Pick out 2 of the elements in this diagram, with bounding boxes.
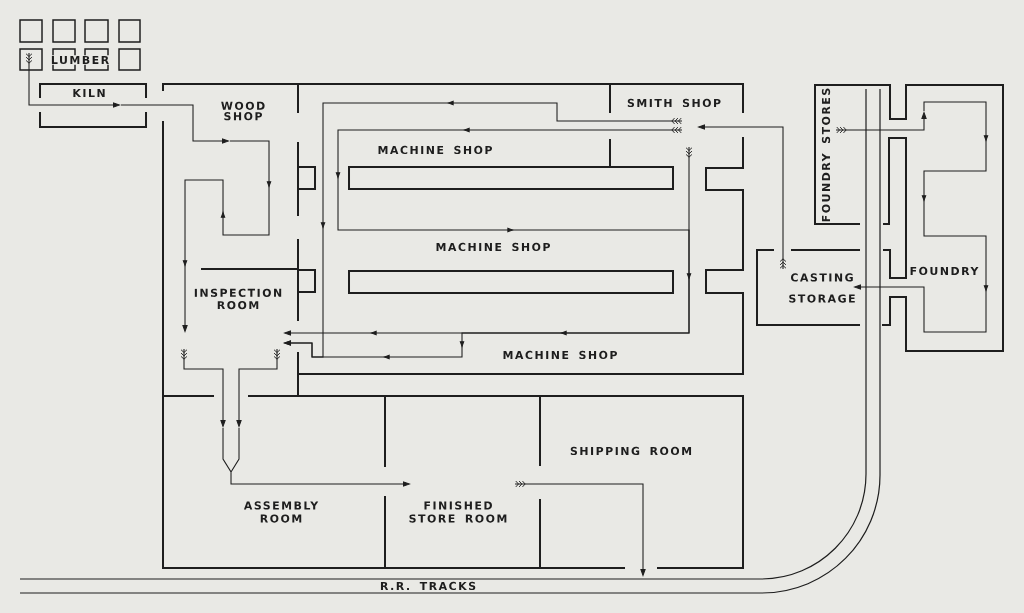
room: FOUNDRY <box>882 84 1004 352</box>
lumber-stacks: LUMBER <box>19 19 141 71</box>
